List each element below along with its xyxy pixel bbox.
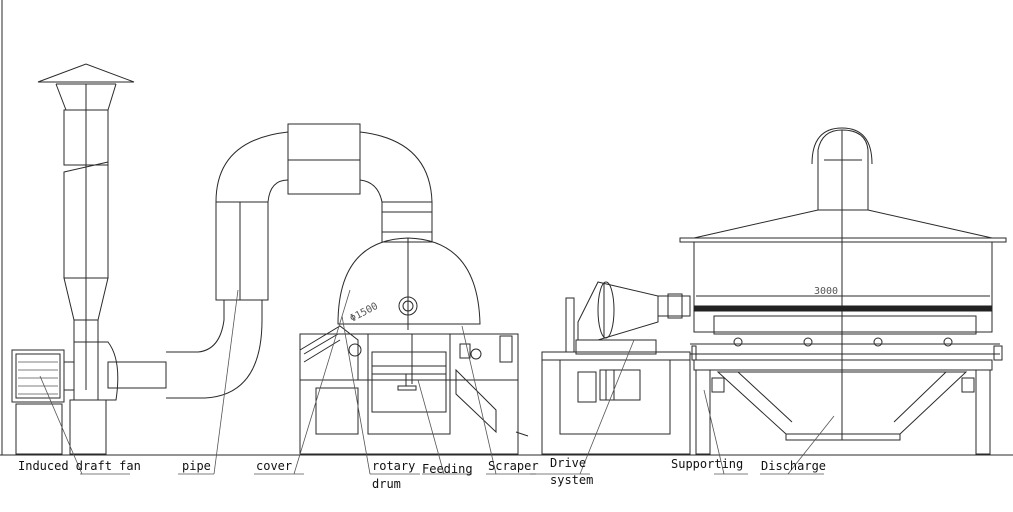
dryer-housing: 3000 — [679, 127, 1007, 455]
drive-system — [541, 281, 691, 455]
label-scraper: Scraper — [488, 459, 539, 473]
label-supporting: Supporting — [671, 457, 743, 471]
label-induced-draft-fan: Induced draft fan — [18, 459, 141, 473]
induced-draft-fan — [11, 341, 167, 455]
rotary-drum-unit: Φ1500 — [299, 237, 529, 455]
label-system: system — [550, 473, 593, 487]
pipe — [166, 123, 433, 399]
label-rotary: rotary — [372, 459, 415, 473]
label-pipe: pipe — [182, 459, 211, 473]
leader-lines — [39, 289, 835, 475]
label-cover: cover — [256, 459, 292, 473]
label-drive: Drive — [550, 456, 586, 470]
conveyor-length-label: 3000 — [814, 286, 838, 297]
drum-diameter-label: Φ1500 — [348, 301, 380, 325]
label-discharge: Discharge — [761, 459, 826, 473]
label-drum: drum — [372, 477, 401, 491]
label-feeding: Feeding — [422, 462, 473, 476]
